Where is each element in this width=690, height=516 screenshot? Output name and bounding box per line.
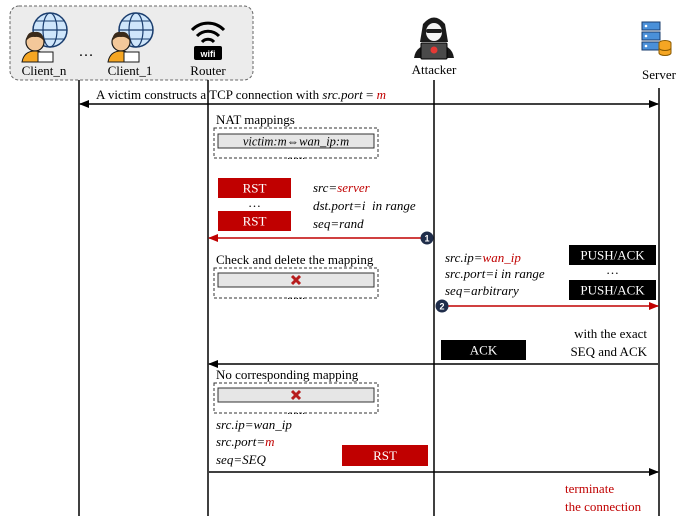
check-mapping-more: …… xyxy=(287,291,305,301)
ack-note-line1: with the exact xyxy=(574,326,647,341)
nat-mapping-entry-text: victim:m⇔wan_ip:m xyxy=(243,135,349,149)
push-ack-box-1 xyxy=(569,245,656,265)
terminate-note-line1: terminate xyxy=(565,481,614,496)
final-seq-field: seq=SEQ xyxy=(216,452,267,467)
final-rst-box xyxy=(342,445,428,466)
rst-seq-field: seq=rand xyxy=(313,216,364,231)
deleted-x-icon xyxy=(290,274,302,286)
terminate-note-line2: the connection xyxy=(565,499,642,514)
push-seq-field: seq=arbitrary xyxy=(445,283,519,298)
rst-packet-box-1 xyxy=(218,178,291,198)
step-2-number: 2 xyxy=(439,302,444,312)
rst-packet-ellipsis: … xyxy=(248,195,261,210)
router-icon xyxy=(190,21,226,60)
step-2-badge xyxy=(435,299,449,313)
ack-note-line2: SEQ and ACK xyxy=(570,344,647,359)
push-ack-label-1: PUSH/ACK xyxy=(580,248,645,263)
push-ack-box-2 xyxy=(569,280,656,300)
no-mapping-table-box xyxy=(213,382,379,414)
rst-packet-label-2: RST xyxy=(243,214,267,229)
check-delete-title: Check and delete the mapping xyxy=(216,252,374,267)
step-1-badge xyxy=(420,231,434,245)
push-ack-label-2: PUSH/ACK xyxy=(580,283,645,298)
nat-mappings-title: NAT mappings xyxy=(216,112,295,127)
client-n-icon xyxy=(21,12,68,63)
push-srcip-field: src.ip=wan_ip xyxy=(445,250,521,265)
attacker-label: Attacker xyxy=(412,62,457,77)
victim-connection-caption: A victim constructs a TCP connection wit… xyxy=(96,87,386,102)
nat-mapping-entry xyxy=(217,133,375,149)
no-mapping-x-icon xyxy=(290,389,302,401)
no-mapping-more: …… xyxy=(287,406,305,416)
nat-table-box xyxy=(213,127,379,159)
push-srcport-field: src.port=i in range xyxy=(445,266,545,281)
step-1-number: 1 xyxy=(424,234,429,244)
client-1-icon xyxy=(107,12,154,63)
client-n-label: Client_n xyxy=(22,63,67,78)
no-mapping-title: No corresponding mapping xyxy=(216,367,359,382)
server-label: Server xyxy=(642,67,677,82)
router-badge-text: wifi xyxy=(200,49,216,59)
rst-packet-box-2 xyxy=(218,211,291,231)
final-srcport-field: src.port=m xyxy=(216,434,275,449)
check-table-box xyxy=(213,267,379,299)
rst-packet-label-1: RST xyxy=(243,181,267,196)
attacker-icon xyxy=(414,17,454,60)
client-1-label: Client_1 xyxy=(108,63,153,78)
push-ack-ellipsis: … xyxy=(606,262,619,277)
ack-box xyxy=(441,340,526,360)
ack-label: ACK xyxy=(470,343,498,358)
rst-src-field: src=server xyxy=(313,180,371,195)
final-srcip-field: src.ip=wan_ip xyxy=(216,417,292,432)
server-icon xyxy=(641,21,672,56)
nat-mapping-more: …… xyxy=(287,151,305,161)
clients-ellipsis: … xyxy=(79,44,94,60)
router-label: Router xyxy=(190,63,226,78)
rst-dstport-field: dst.port=i in range xyxy=(313,198,416,213)
final-rst-label: RST xyxy=(373,448,397,463)
